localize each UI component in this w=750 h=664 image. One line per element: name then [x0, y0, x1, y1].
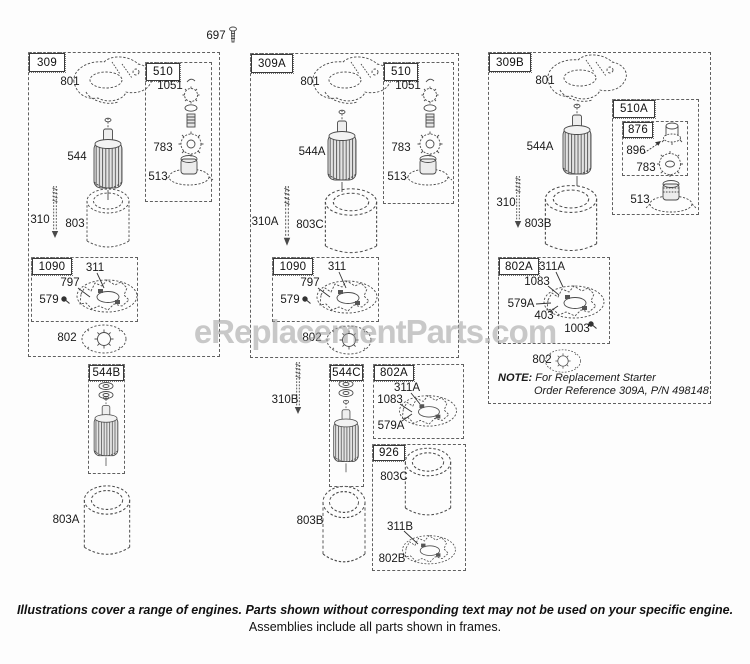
frame-510-a-label: 510 — [145, 62, 181, 82]
frame-510-b-label: 510 — [383, 62, 419, 82]
frame-544C — [329, 364, 364, 487]
label-579A: 579A — [507, 298, 535, 310]
label-311A: 311A — [393, 382, 421, 394]
label-310: 310 — [30, 214, 50, 226]
label-311B: 311B — [386, 521, 414, 533]
label-579: 579 — [39, 294, 59, 306]
label-797: 797 — [300, 277, 320, 289]
label-310A: 310A — [251, 216, 279, 228]
label-802: 802 — [57, 332, 77, 344]
label-310B: 310B — [271, 394, 299, 406]
frame-1090-a-label: 1090 — [31, 257, 73, 276]
frame-802A-main-label: 802A — [498, 257, 540, 276]
frame-802A-detail-label: 802A — [373, 364, 415, 382]
label-1083: 1083 — [524, 276, 550, 288]
label-783: 783 — [153, 142, 173, 154]
label-803C: 803C — [380, 471, 408, 483]
frame-309 — [28, 52, 220, 357]
label-1051: 1051 — [395, 80, 421, 92]
label-544A: 544A — [526, 141, 554, 153]
label-803C: 803C — [296, 219, 324, 231]
frame-876-label: 876 — [622, 121, 654, 139]
note-line2: Order Reference 309A, P/N 498148 — [534, 385, 709, 397]
housing-803A-drawing — [83, 485, 131, 555]
label-803A: 803A — [52, 514, 80, 526]
bottom-drawings — [83, 361, 457, 565]
label-579A: 579A — [377, 420, 405, 432]
label-544: 544 — [67, 151, 87, 163]
frame-1090-b — [272, 257, 379, 322]
frame-802A-detail — [373, 364, 464, 439]
frame-544B-label: 544B — [88, 364, 125, 382]
frame-544C-label: 544C — [329, 364, 364, 382]
label-579: 579 — [280, 294, 300, 306]
frame-309B — [488, 52, 711, 404]
footer: Illustrations cover a range of engines. … — [0, 602, 750, 636]
arrow-896 — [655, 141, 661, 146]
footer-disclaimer: Illustrations cover a range of engines. … — [16, 603, 734, 617]
label-803B: 803B — [524, 218, 552, 230]
frame-309A-label: 309A — [250, 53, 294, 74]
frame-510A — [612, 99, 699, 215]
screw-697-icon — [229, 26, 237, 43]
replacement-note: NOTE: For Replacement Starter Order Refe… — [498, 372, 709, 398]
bolt-310B-drawing — [294, 361, 302, 415]
frame-802A-main — [498, 257, 610, 344]
panel-309A-drawings — [283, 56, 453, 355]
label-797: 797 — [60, 277, 80, 289]
label-802: 802 — [532, 354, 552, 366]
ref-number-697: 697 — [206, 30, 226, 42]
label-896: 896 — [626, 145, 646, 157]
frame-876 — [622, 121, 688, 176]
panel-309-drawings — [51, 56, 214, 354]
label-310: 310 — [496, 197, 516, 209]
frame-544B — [88, 364, 125, 474]
frame-926 — [372, 444, 466, 571]
label-802B: 802B — [378, 553, 406, 565]
note-line1: For Replacement Starter — [535, 372, 656, 384]
label-311: 311 — [327, 261, 347, 273]
label-783: 783 — [636, 162, 656, 174]
frame-926-label: 926 — [372, 444, 406, 462]
label-513: 513 — [148, 171, 168, 183]
label-1003: 1003 — [564, 323, 590, 335]
label-544A: 544A — [298, 146, 326, 158]
label-803B: 803B — [296, 515, 324, 527]
label-801: 801 — [535, 75, 555, 87]
label-311: 311 — [85, 262, 105, 274]
panel-309B-drawings — [514, 54, 697, 373]
note-prefix: NOTE: — [498, 372, 533, 384]
frame-510A-label: 510A — [612, 99, 656, 119]
label-803: 803 — [65, 218, 85, 230]
frame-309B-label: 309B — [488, 52, 532, 73]
frame-510-a — [145, 62, 212, 202]
label-311A: 311A — [538, 261, 566, 273]
label-801: 801 — [300, 76, 320, 88]
label-802: 802 — [302, 332, 322, 344]
frame-309A — [250, 53, 459, 358]
housing-803B-drawing — [322, 485, 366, 563]
label-1051: 1051 — [157, 80, 183, 92]
frame-309-label: 309 — [28, 52, 66, 73]
label-513: 513 — [630, 194, 650, 206]
frame-1090-a — [31, 257, 138, 322]
label-1083: 1083 — [377, 394, 403, 406]
label-403: 403 — [534, 310, 554, 322]
label-801: 801 — [60, 76, 80, 88]
frame-1090-b-label: 1090 — [272, 257, 314, 276]
footer-assemblies-note: Assemblies include all parts shown in fr… — [248, 620, 502, 634]
frame-510-b — [383, 62, 454, 204]
label-513: 513 — [387, 171, 407, 183]
label-783: 783 — [391, 142, 411, 154]
